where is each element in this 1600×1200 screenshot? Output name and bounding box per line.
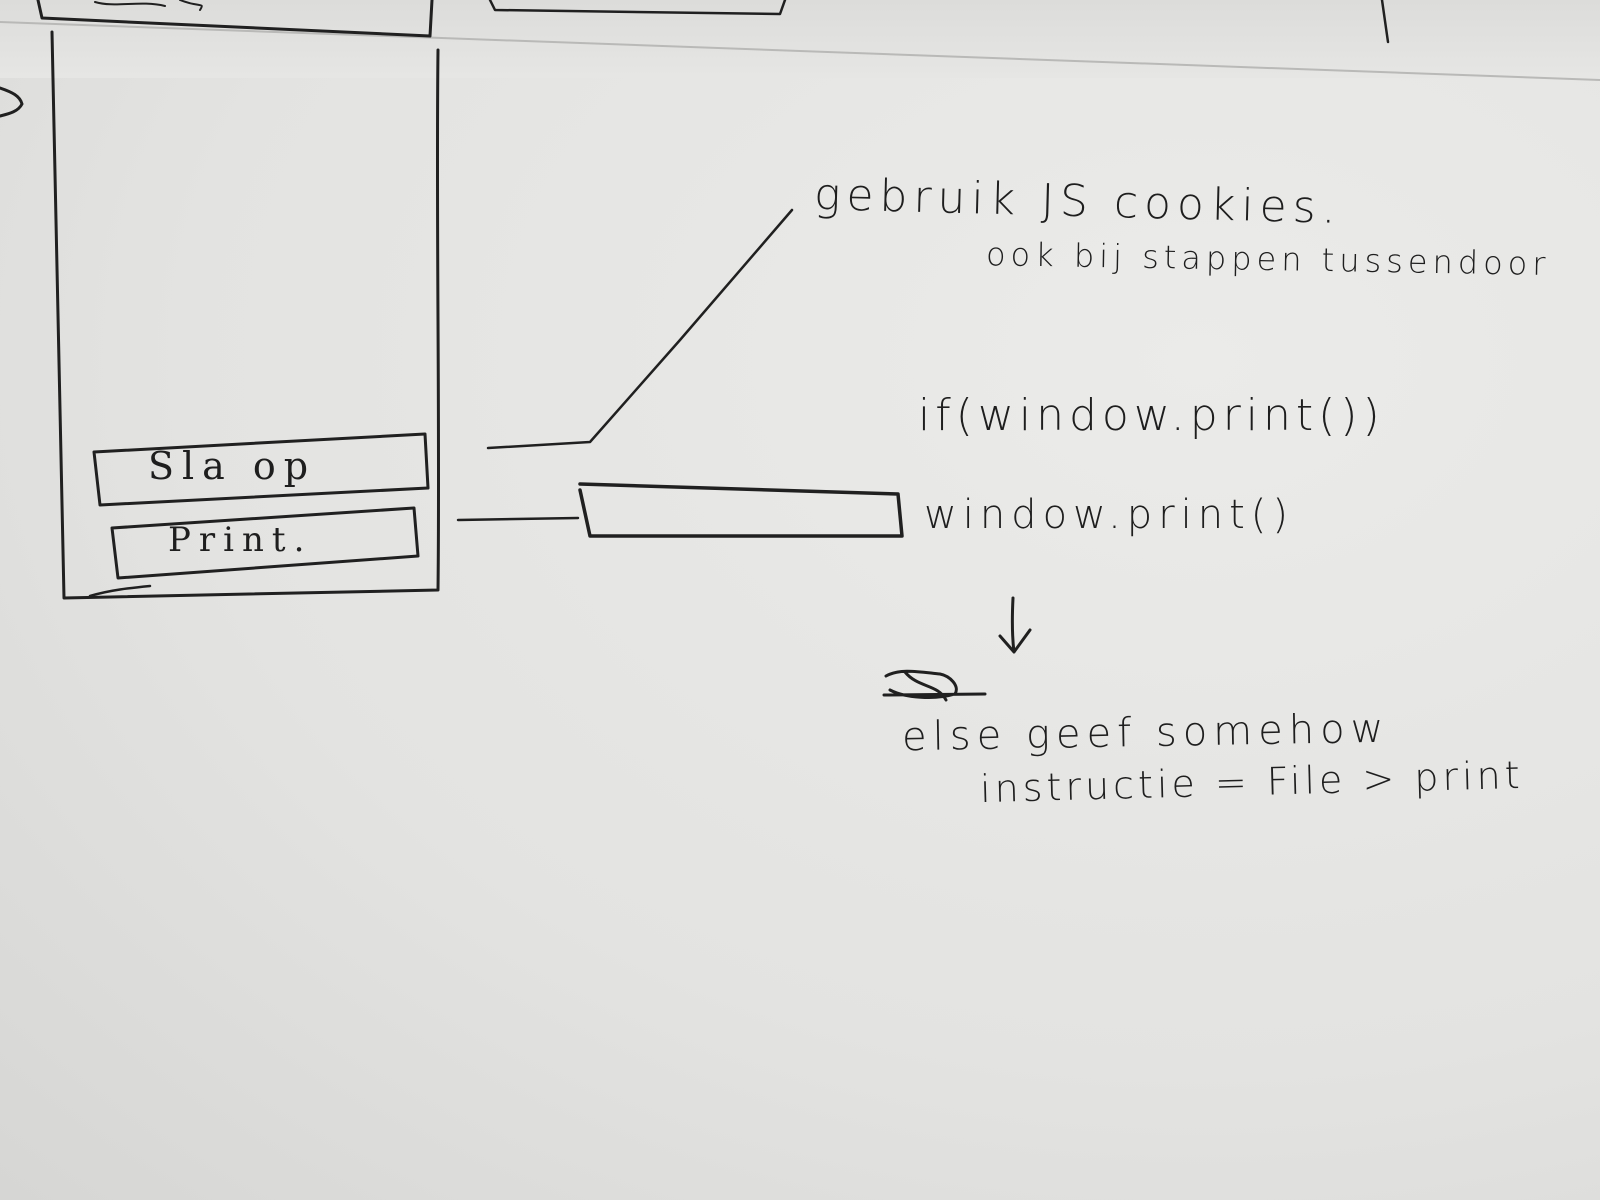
print-connector-line [456, 516, 580, 522]
top-tick [1380, 0, 1390, 44]
print-button-label: Print. [168, 520, 313, 560]
top-box-left [36, 0, 434, 38]
note-if-statement: if(window.print()) [918, 390, 1385, 441]
note-else-line1: else geef somehow [901, 705, 1390, 761]
crossed-out-scribble [882, 669, 987, 702]
message-field-box [578, 482, 904, 538]
phone-bottom-hook [88, 584, 152, 598]
print-button[interactable]: Print. [114, 510, 416, 574]
arrow-down-icon [998, 596, 1032, 654]
sheet-fold-line [0, 21, 1600, 81]
left-arrow-mark [0, 86, 24, 118]
save-button[interactable]: Sla op [96, 436, 426, 502]
top-box-right [488, 0, 787, 16]
note-print-call: window.print() [924, 492, 1294, 538]
previous-sheet-edge [0, 0, 1600, 78]
phone-outline [50, 30, 441, 600]
top-scribble [94, 0, 203, 11]
save-button-box [92, 432, 430, 507]
save-button-label: Sla op [148, 444, 317, 488]
print-button-box [110, 506, 420, 580]
message-field [582, 488, 898, 534]
save-connector-line [486, 208, 794, 450]
